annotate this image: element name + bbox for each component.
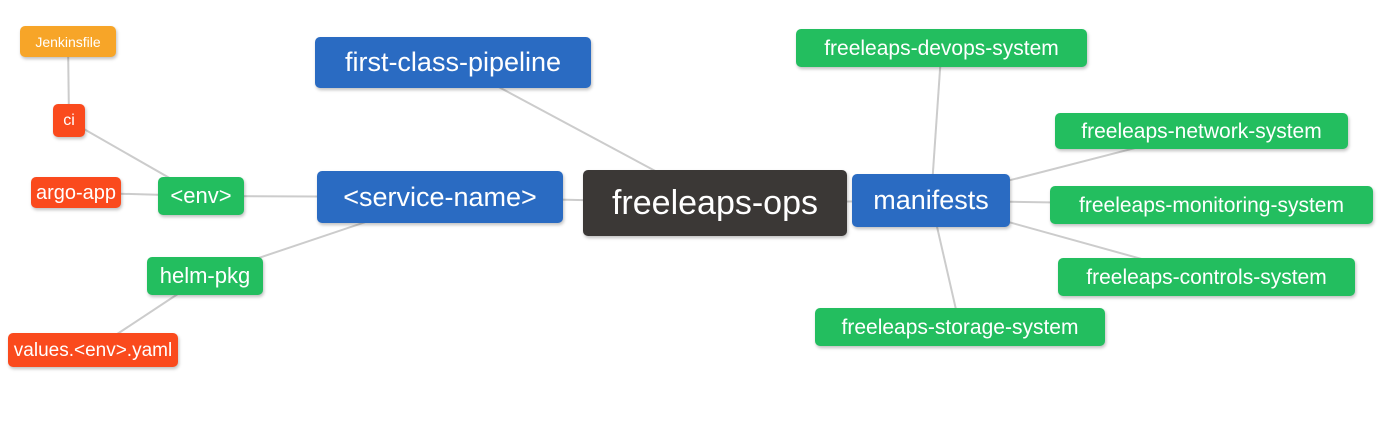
node-jenkinsfile[interactable]: Jenkinsfile — [20, 26, 116, 57]
node-manifests[interactable]: manifests — [852, 174, 1010, 227]
node-ci[interactable]: ci — [53, 104, 85, 137]
node-service-name[interactable]: <service-name> — [317, 171, 563, 223]
node-freeleaps-storage-system[interactable]: freeleaps-storage-system — [815, 308, 1105, 346]
node-values-env-yaml[interactable]: values.<env>.yaml — [8, 333, 178, 367]
node-first-class-pipeline[interactable]: first-class-pipeline — [315, 37, 591, 88]
node-helm-pkg[interactable]: helm-pkg — [147, 257, 263, 295]
node-argo-app[interactable]: argo-app — [31, 177, 121, 208]
node-freeleaps-ops[interactable]: freeleaps-ops — [583, 170, 847, 236]
node-freeleaps-monitoring-system[interactable]: freeleaps-monitoring-system — [1050, 186, 1373, 224]
node-freeleaps-devops-system[interactable]: freeleaps-devops-system — [796, 29, 1087, 67]
node-freeleaps-network-system[interactable]: freeleaps-network-system — [1055, 113, 1348, 149]
node-freeleaps-controls-system[interactable]: freeleaps-controls-system — [1058, 258, 1355, 296]
node-env[interactable]: <env> — [158, 177, 244, 215]
